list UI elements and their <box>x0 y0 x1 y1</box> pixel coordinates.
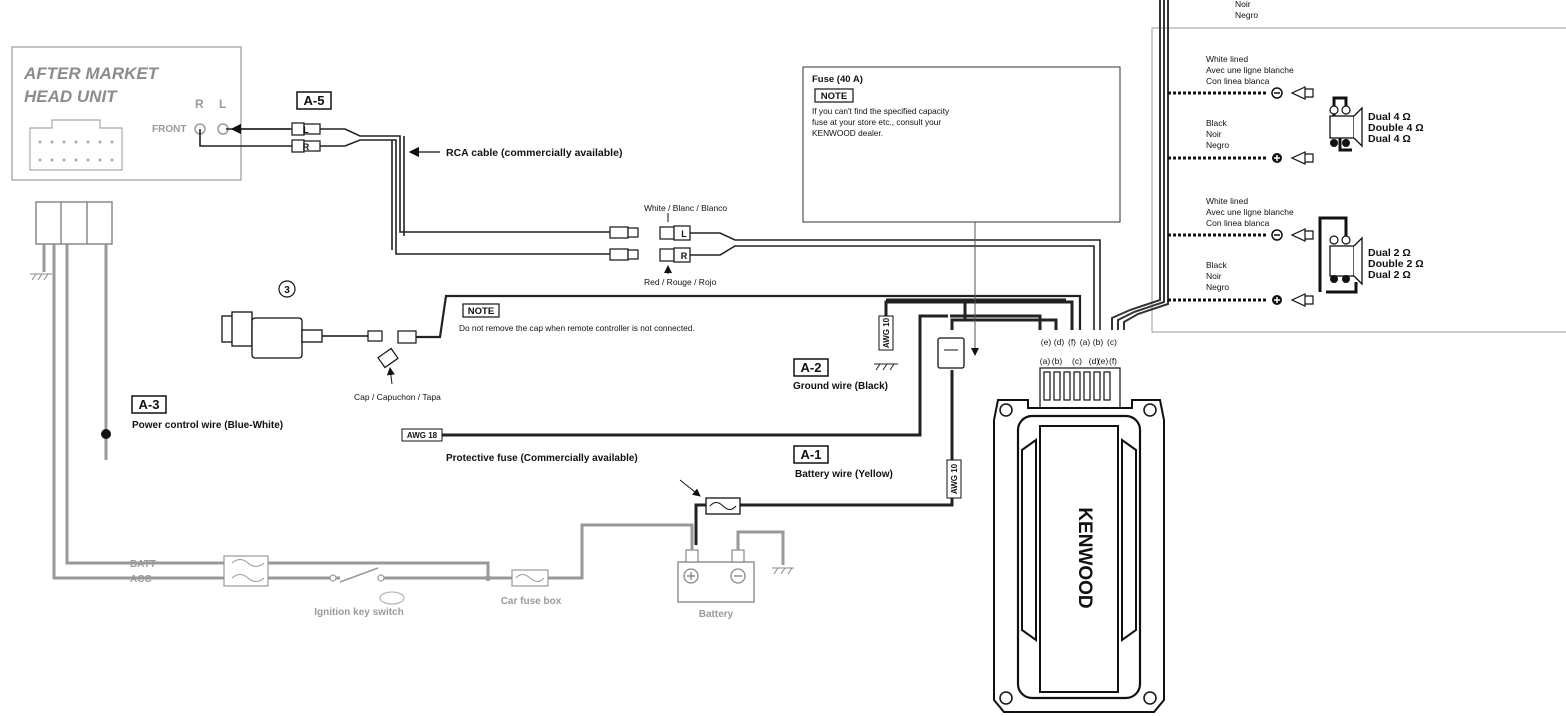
badge-a2: A-2 <box>793 358 829 377</box>
battery-ground-symbol <box>772 567 794 575</box>
fuse-note-line-1: If you can't find the specified capacity <box>812 106 950 116</box>
battery-wire-label: Battery wire (Yellow) <box>795 469 893 480</box>
cap-label: Cap / Capuchon / Tapa <box>354 392 441 402</box>
kenwood-amplifier: (e) (d) (f) (a) (b) (c) (a) (b) (c) (d) … <box>993 337 1165 713</box>
svg-text:A-5: A-5 <box>304 93 325 108</box>
ignition-switch <box>339 567 379 583</box>
badge-a3: A-3 <box>131 395 167 414</box>
car-fuse-box-label: Car fuse box <box>501 596 562 607</box>
term-top-c: (c) <box>1107 337 1117 347</box>
sp1-white-1: White lined <box>1206 54 1248 64</box>
badge-a5: A-5 <box>296 91 332 110</box>
vehicle-power-wiring <box>268 523 785 580</box>
rca-plug-r-label: R <box>303 142 310 152</box>
amp-rca-r-label: R <box>681 251 688 261</box>
white-color-label: White / Blanc / Blanco <box>644 203 727 213</box>
svg-text:A-2: A-2 <box>801 360 822 375</box>
amp-inline-fuse <box>937 337 965 369</box>
sp2-white-2: Avec une ligne blanche <box>1206 207 1294 217</box>
awg18-label: AWG 18 <box>407 431 438 440</box>
ignition-label: Ignition key switch <box>314 607 403 618</box>
battery-label: Battery <box>699 609 734 620</box>
dual4-2: Double 4 Ω <box>1368 122 1424 134</box>
dual2-1: Dual 2 Ω <box>1368 247 1411 259</box>
awg10-ground-label: AWG 10 <box>882 317 891 348</box>
sp2-black-1: Black <box>1206 260 1228 270</box>
term-top-d: (d) <box>1054 337 1065 347</box>
fuse-note-line-3: KENWOOD dealer. <box>812 128 883 138</box>
batt-label: BATT <box>130 559 156 570</box>
badge-a1: A-1 <box>793 445 829 464</box>
fuse-note-box: Fuse (40 A) NOTE If you can't find the s… <box>802 66 1121 356</box>
term-top-e: (e) <box>1041 337 1052 347</box>
dual4-3: Dual 4 Ω <box>1368 133 1411 145</box>
amp-rca-l-label: L <box>681 229 687 239</box>
harness-ground-symbol <box>30 273 52 281</box>
remote-note-title: NOTE <box>468 306 494 317</box>
head-unit-title-2: HEAD UNIT <box>24 87 118 106</box>
cut-label-noir: Noir <box>1235 0 1251 9</box>
power-control-label: Power control wire (Blue-White) <box>132 420 283 431</box>
kenwood-logo: KENWOOD <box>1074 507 1095 608</box>
term-bot-d: (d) <box>1089 356 1100 366</box>
rca-cable: L R L R <box>199 122 1101 330</box>
head-unit-harness <box>30 201 230 580</box>
remote-controller: 3 <box>221 280 1082 385</box>
head-unit-connector <box>29 119 123 171</box>
rca-l-label: L <box>219 97 226 111</box>
speaker-panel: Noir Negro White lined Avec une ligne bl… <box>1111 0 1566 333</box>
dual2-3: Dual 2 Ω <box>1368 269 1411 281</box>
sp2-white-3: Con linea blanca <box>1206 218 1270 228</box>
power-control-junction <box>101 429 111 439</box>
sp1-black-1: Black <box>1206 118 1228 128</box>
rca-r-label: R <box>195 97 204 111</box>
term-bot-b: (b) <box>1052 356 1063 366</box>
awg10-battery-label: AWG 10 <box>950 463 959 494</box>
speaker-dual4 <box>1329 115 1355 139</box>
term-top-f: (f) <box>1068 337 1076 347</box>
svg-text:A-3: A-3 <box>139 397 160 412</box>
term-bot-a: (a) <box>1040 356 1051 366</box>
vehicle-battery: Battery <box>677 549 755 620</box>
dual4-1: Dual 4 Ω <box>1368 111 1411 123</box>
cut-label-negro: Negro <box>1235 10 1258 20</box>
item-3-badge: 3 <box>284 285 290 296</box>
sp1-white-2: Avec une ligne blanche <box>1206 65 1294 75</box>
acc-batt-fuse-block <box>223 555 269 587</box>
sp1-black-3: Negro <box>1206 140 1229 150</box>
svg-text:A-1: A-1 <box>801 447 822 462</box>
dual2-2: Double 2 Ω <box>1368 258 1424 270</box>
term-bot-f: (f) <box>1109 356 1117 366</box>
head-unit: AFTER MARKET HEAD UNIT R L FRONT <box>11 46 242 181</box>
fuse-note-label: NOTE <box>821 91 847 102</box>
ground-symbol-amp <box>874 363 898 371</box>
sp2-black-3: Negro <box>1206 282 1229 292</box>
rca-plug-l-label: L <box>303 125 309 135</box>
red-color-label: Red / Rouge / Rojo <box>644 277 717 287</box>
term-bot-c: (c) <box>1072 356 1082 366</box>
rca-cable-label: RCA cable (commercially available) <box>446 147 622 159</box>
speaker-dual2 <box>1329 245 1355 277</box>
sp2-black-2: Noir <box>1206 271 1222 281</box>
sp2-white-1: White lined <box>1206 196 1248 206</box>
sp1-black-2: Noir <box>1206 129 1222 139</box>
term-top-b: (b) <box>1093 337 1104 347</box>
protective-fuse-label: Protective fuse (Commercially available) <box>446 453 638 464</box>
ground-wire-label: Ground wire (Black) <box>793 381 888 392</box>
remote-note-text: Do not remove the cap when remote contro… <box>459 323 695 333</box>
fuse-note-title: Fuse (40 A) <box>812 74 863 85</box>
amp-wiring <box>436 298 1074 545</box>
head-unit-title-1: AFTER MARKET <box>23 64 160 83</box>
front-label: FRONT <box>152 124 186 135</box>
term-bot-e: (e) <box>1098 356 1109 366</box>
term-top-a: (a) <box>1080 337 1091 347</box>
acc-label: ACC <box>130 574 152 585</box>
fuse-note-line-2: fuse at your store etc., consult your <box>812 117 941 127</box>
sp1-white-3: Con linea blanca <box>1206 76 1270 86</box>
